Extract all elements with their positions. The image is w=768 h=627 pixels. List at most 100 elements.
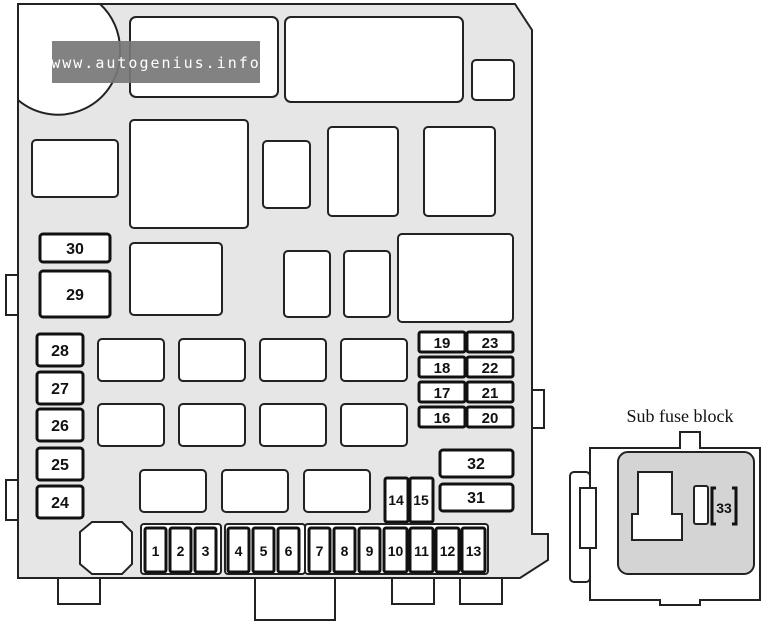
fuse-label: 5: [260, 543, 268, 559]
fuse-label: 8: [341, 543, 349, 559]
fuse-label: 11: [414, 543, 429, 559]
fuse-label: 18: [434, 360, 451, 377]
fuse-8[interactable]: 8: [332, 526, 357, 574]
fuse-7[interactable]: 7: [307, 526, 332, 574]
fuse-10[interactable]: 10: [382, 526, 409, 574]
sub-fuse-block: Sub fuse block 33: [569, 406, 761, 606]
fuse-25[interactable]: 25: [35, 446, 85, 482]
fuse-label: 7: [316, 543, 324, 559]
fuse-5[interactable]: 5: [251, 526, 276, 574]
fuse-label: 22: [482, 360, 499, 377]
fuse-label: 17: [434, 385, 451, 402]
relay-block: [31, 139, 119, 198]
fuse-29[interactable]: 29: [38, 269, 112, 319]
fuse-16[interactable]: 16: [417, 405, 467, 429]
fuse-30[interactable]: 30: [38, 232, 112, 264]
right-fuse-grid: 19 23 18 22 17 21 16 20: [417, 330, 515, 429]
fuse-13[interactable]: 13: [460, 526, 487, 574]
sub-block-clip: [579, 487, 597, 549]
fuse-23[interactable]: 23: [465, 330, 515, 354]
relay-block: [262, 140, 311, 209]
relay-block: [423, 126, 496, 217]
fuse-label: 10: [388, 543, 404, 559]
relay-block: [259, 403, 327, 447]
fuse-28[interactable]: 28: [35, 332, 85, 368]
fuse-label: 30: [66, 241, 84, 258]
fuse-19[interactable]: 19: [417, 330, 467, 354]
fuse-label: 9: [366, 543, 374, 559]
fuse-20[interactable]: 20: [465, 405, 515, 429]
fuse-label: 3: [202, 543, 210, 559]
fuse-label: 26: [51, 418, 69, 435]
fuse-label: 14: [388, 492, 404, 508]
fuse-label: 24: [51, 495, 69, 512]
fuse-label: 4: [235, 543, 243, 559]
fuse-label: 13: [466, 543, 482, 559]
fuse-17[interactable]: 17: [417, 380, 467, 404]
side-tab: [5, 479, 19, 521]
fuse-14[interactable]: 14: [383, 476, 410, 524]
relay-blocks: [31, 16, 515, 575]
fuse-label: 12: [440, 543, 456, 559]
fuse-26[interactable]: 26: [35, 407, 85, 443]
fuse-label: 21: [482, 385, 499, 402]
bottom-tab: [57, 577, 101, 605]
fuse-32[interactable]: 32: [438, 448, 515, 479]
fuse-1[interactable]: 1: [143, 526, 168, 574]
relay-block: [221, 469, 289, 513]
bottom-connector: [254, 577, 336, 621]
relay-block: [340, 338, 408, 382]
relay-block: [284, 16, 464, 103]
fuse-label: 28: [51, 343, 69, 360]
fuse-label: 29: [66, 287, 84, 304]
relay-block: [178, 403, 246, 447]
fuse-31[interactable]: 31: [438, 482, 515, 513]
fuse-4[interactable]: 4: [226, 526, 251, 574]
relay-block: [327, 126, 399, 217]
relay-block: [259, 338, 327, 382]
fuse-label: 1: [152, 543, 160, 559]
fuse-label: 16: [434, 410, 451, 427]
fuse-label: 2: [177, 543, 185, 559]
fuse-9[interactable]: 9: [357, 526, 382, 574]
watermark-text: www.autogenius.info: [51, 54, 261, 72]
relay-block: [303, 469, 371, 513]
relay-block: [283, 250, 331, 318]
fuse-11[interactable]: 11: [408, 526, 435, 574]
fuse-15[interactable]: 15: [408, 476, 435, 524]
bottom-tab: [459, 577, 503, 605]
fuse-label: 31: [467, 490, 485, 507]
sub-fuse-block-title: Sub fuse block: [627, 406, 734, 426]
relay-block: [97, 338, 165, 382]
fuse-label: 20: [482, 410, 499, 427]
fuse-22[interactable]: 22: [465, 355, 515, 379]
fuse-21[interactable]: 21: [465, 380, 515, 404]
fuse-33[interactable]: 33: [710, 486, 738, 526]
relay-block: [343, 250, 391, 318]
fuse-label: 33: [716, 500, 732, 516]
relay-block: [340, 403, 408, 447]
fuse-18[interactable]: 18: [417, 355, 467, 379]
fuse-24[interactable]: 24: [35, 484, 85, 520]
fuse-label: 19: [434, 335, 451, 352]
watermark: www.autogenius.info: [51, 41, 261, 83]
fuse-6[interactable]: 6: [276, 526, 301, 574]
side-tab: [531, 389, 545, 429]
fuse-label: 23: [482, 335, 499, 352]
left-fuse-column: 30 29 28 27 26 25 24: [35, 232, 112, 520]
relay-block: [397, 233, 514, 323]
fuse-label: 27: [51, 381, 69, 398]
relay-block: [129, 119, 249, 229]
fuse-label: 32: [467, 456, 485, 473]
octagon-connector: [79, 521, 133, 575]
relay-block: [139, 469, 207, 513]
side-tab: [5, 274, 19, 316]
fuse-3[interactable]: 3: [193, 526, 218, 574]
sub-block-relay: [631, 471, 683, 541]
fuse-label: 15: [413, 492, 429, 508]
fuse-label: 25: [51, 457, 69, 474]
fuse-2[interactable]: 2: [168, 526, 193, 574]
fuse-27[interactable]: 27: [35, 370, 85, 406]
fuse-12[interactable]: 12: [434, 526, 461, 574]
relay-block: [129, 242, 223, 316]
